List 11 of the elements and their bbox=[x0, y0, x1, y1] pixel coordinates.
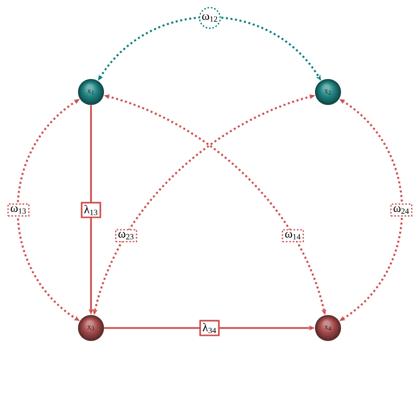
node-label: x$_{4}$ bbox=[324, 326, 332, 330]
node-label: x$_{3}$ bbox=[87, 326, 94, 330]
edge-label: ω$_{13}$ bbox=[7, 203, 30, 217]
edge-label: ω$_{14}$ bbox=[282, 229, 304, 242]
edge-label: λ$_{13}$ bbox=[80, 202, 102, 218]
node-label: x$_{2}$ bbox=[324, 90, 331, 94]
edge-label: ω$_{12}$ bbox=[198, 6, 221, 29]
edge-label: λ$_{34}$ bbox=[199, 320, 220, 336]
edge-label: ω$_{24}$ bbox=[390, 203, 412, 217]
edge-label: ω$_{23}$ bbox=[115, 229, 138, 242]
node-label: x$_{1}$ bbox=[87, 90, 94, 94]
